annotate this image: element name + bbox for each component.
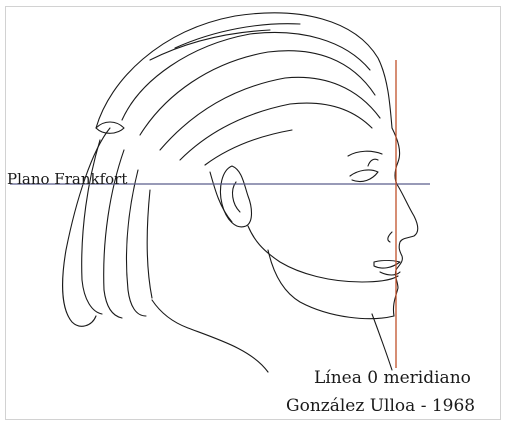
lip	[380, 272, 400, 275]
hair-strand	[160, 77, 380, 150]
eyelash	[368, 159, 378, 166]
author-year-label: González Ulloa - 1968	[286, 398, 475, 415]
eye	[350, 170, 378, 182]
throat	[372, 314, 392, 370]
hair-strand	[205, 130, 292, 165]
ponytail	[63, 128, 110, 326]
neck-back	[152, 300, 268, 372]
ponytail	[147, 190, 152, 298]
frankfort-plane-label: Plano Frankfort	[7, 172, 127, 187]
nostril	[388, 232, 392, 242]
meridian-line-label: Línea 0 meridiano	[314, 370, 471, 387]
ponytail	[82, 140, 102, 314]
jaw	[248, 226, 398, 282]
ponytail	[126, 170, 146, 316]
ear	[220, 166, 251, 227]
hair-strand	[122, 33, 370, 121]
hair-strand	[180, 103, 372, 160]
hair-strand	[175, 24, 300, 48]
ear-inner	[233, 182, 240, 212]
eyebrow	[348, 151, 382, 156]
neck-front	[268, 250, 394, 319]
